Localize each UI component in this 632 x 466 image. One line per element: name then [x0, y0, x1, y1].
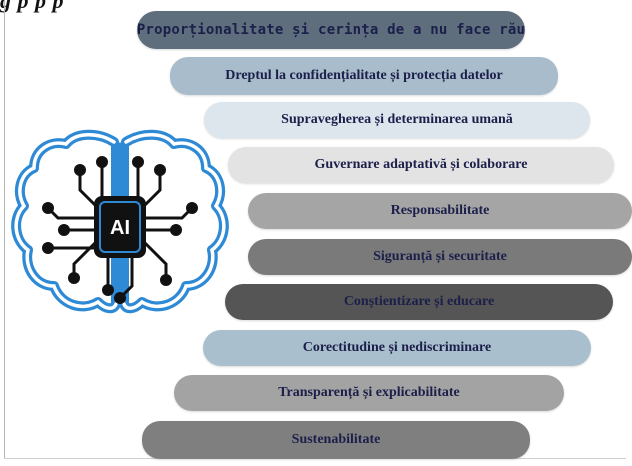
- principle-6: Siguranță și securitate: [248, 239, 632, 275]
- principle-9: Transparență și explicabilitate: [174, 375, 564, 411]
- principle-10: Sustenabilitate: [142, 421, 530, 459]
- heading-fragment: g p p p: [0, 0, 64, 13]
- principle-3: Supravegherea și determinarea umană: [204, 102, 590, 138]
- principle-5: Responsabilitate: [248, 193, 632, 229]
- principle-4: Guvernare adaptativă și colaborare: [228, 147, 614, 183]
- principle-1: Proporționalitate și cerința de a nu fac…: [137, 11, 525, 49]
- principle-8: Corectitudine și nediscriminare: [203, 330, 591, 366]
- brain-chip-icon: AI: [11, 129, 229, 314]
- principle-2: Dreptul la confidențialitate și protecți…: [170, 57, 558, 95]
- chip-label: AI: [110, 217, 130, 239]
- principle-7: Conștientizare și educare: [225, 284, 613, 320]
